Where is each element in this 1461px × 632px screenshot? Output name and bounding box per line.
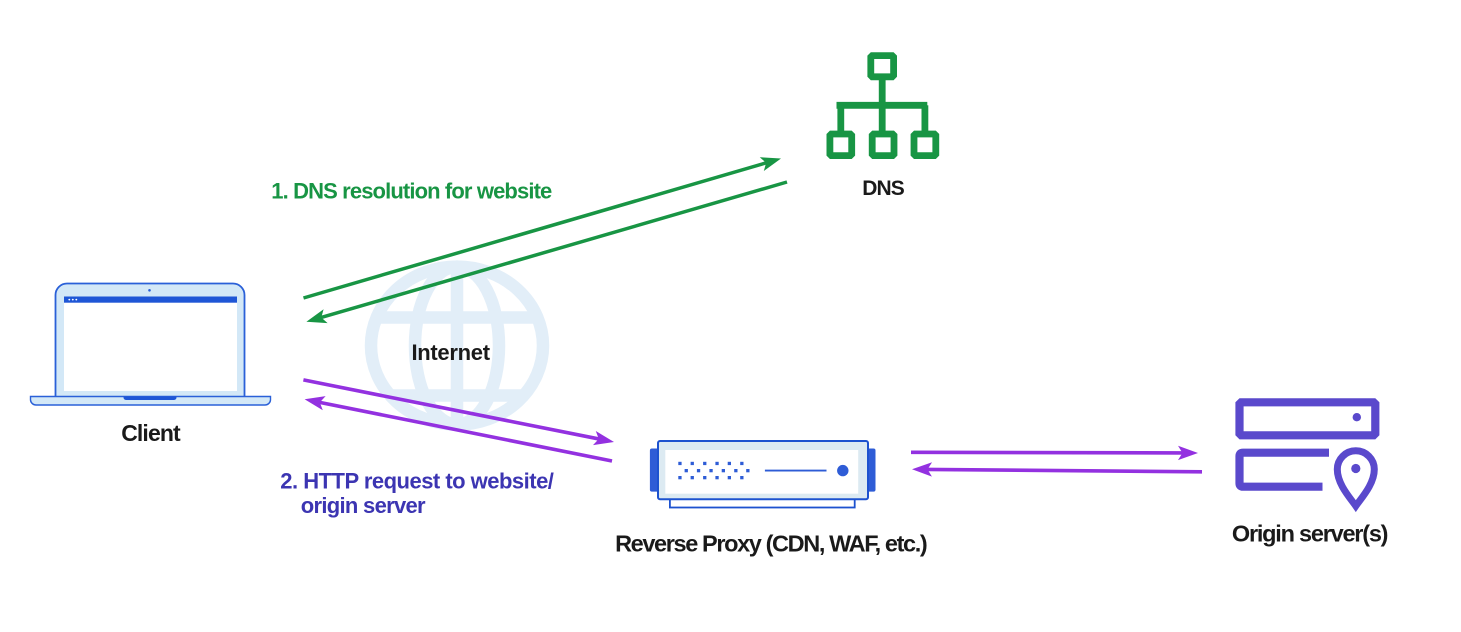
- svg-text:1. DNS resolution for website: 1. DNS resolution for website: [271, 179, 552, 204]
- svg-text:Internet: Internet: [411, 340, 490, 365]
- svg-text:Client: Client: [121, 420, 181, 446]
- svg-text:Reverse Proxy (CDN, WAF, etc.): Reverse Proxy (CDN, WAF, etc.): [615, 531, 927, 557]
- svg-text:2. HTTP request to website/: 2. HTTP request to website/: [280, 468, 554, 493]
- svg-text:Origin server(s): Origin server(s): [1232, 521, 1388, 547]
- svg-text:origin server: origin server: [301, 493, 426, 518]
- svg-text:DNS: DNS: [862, 177, 905, 200]
